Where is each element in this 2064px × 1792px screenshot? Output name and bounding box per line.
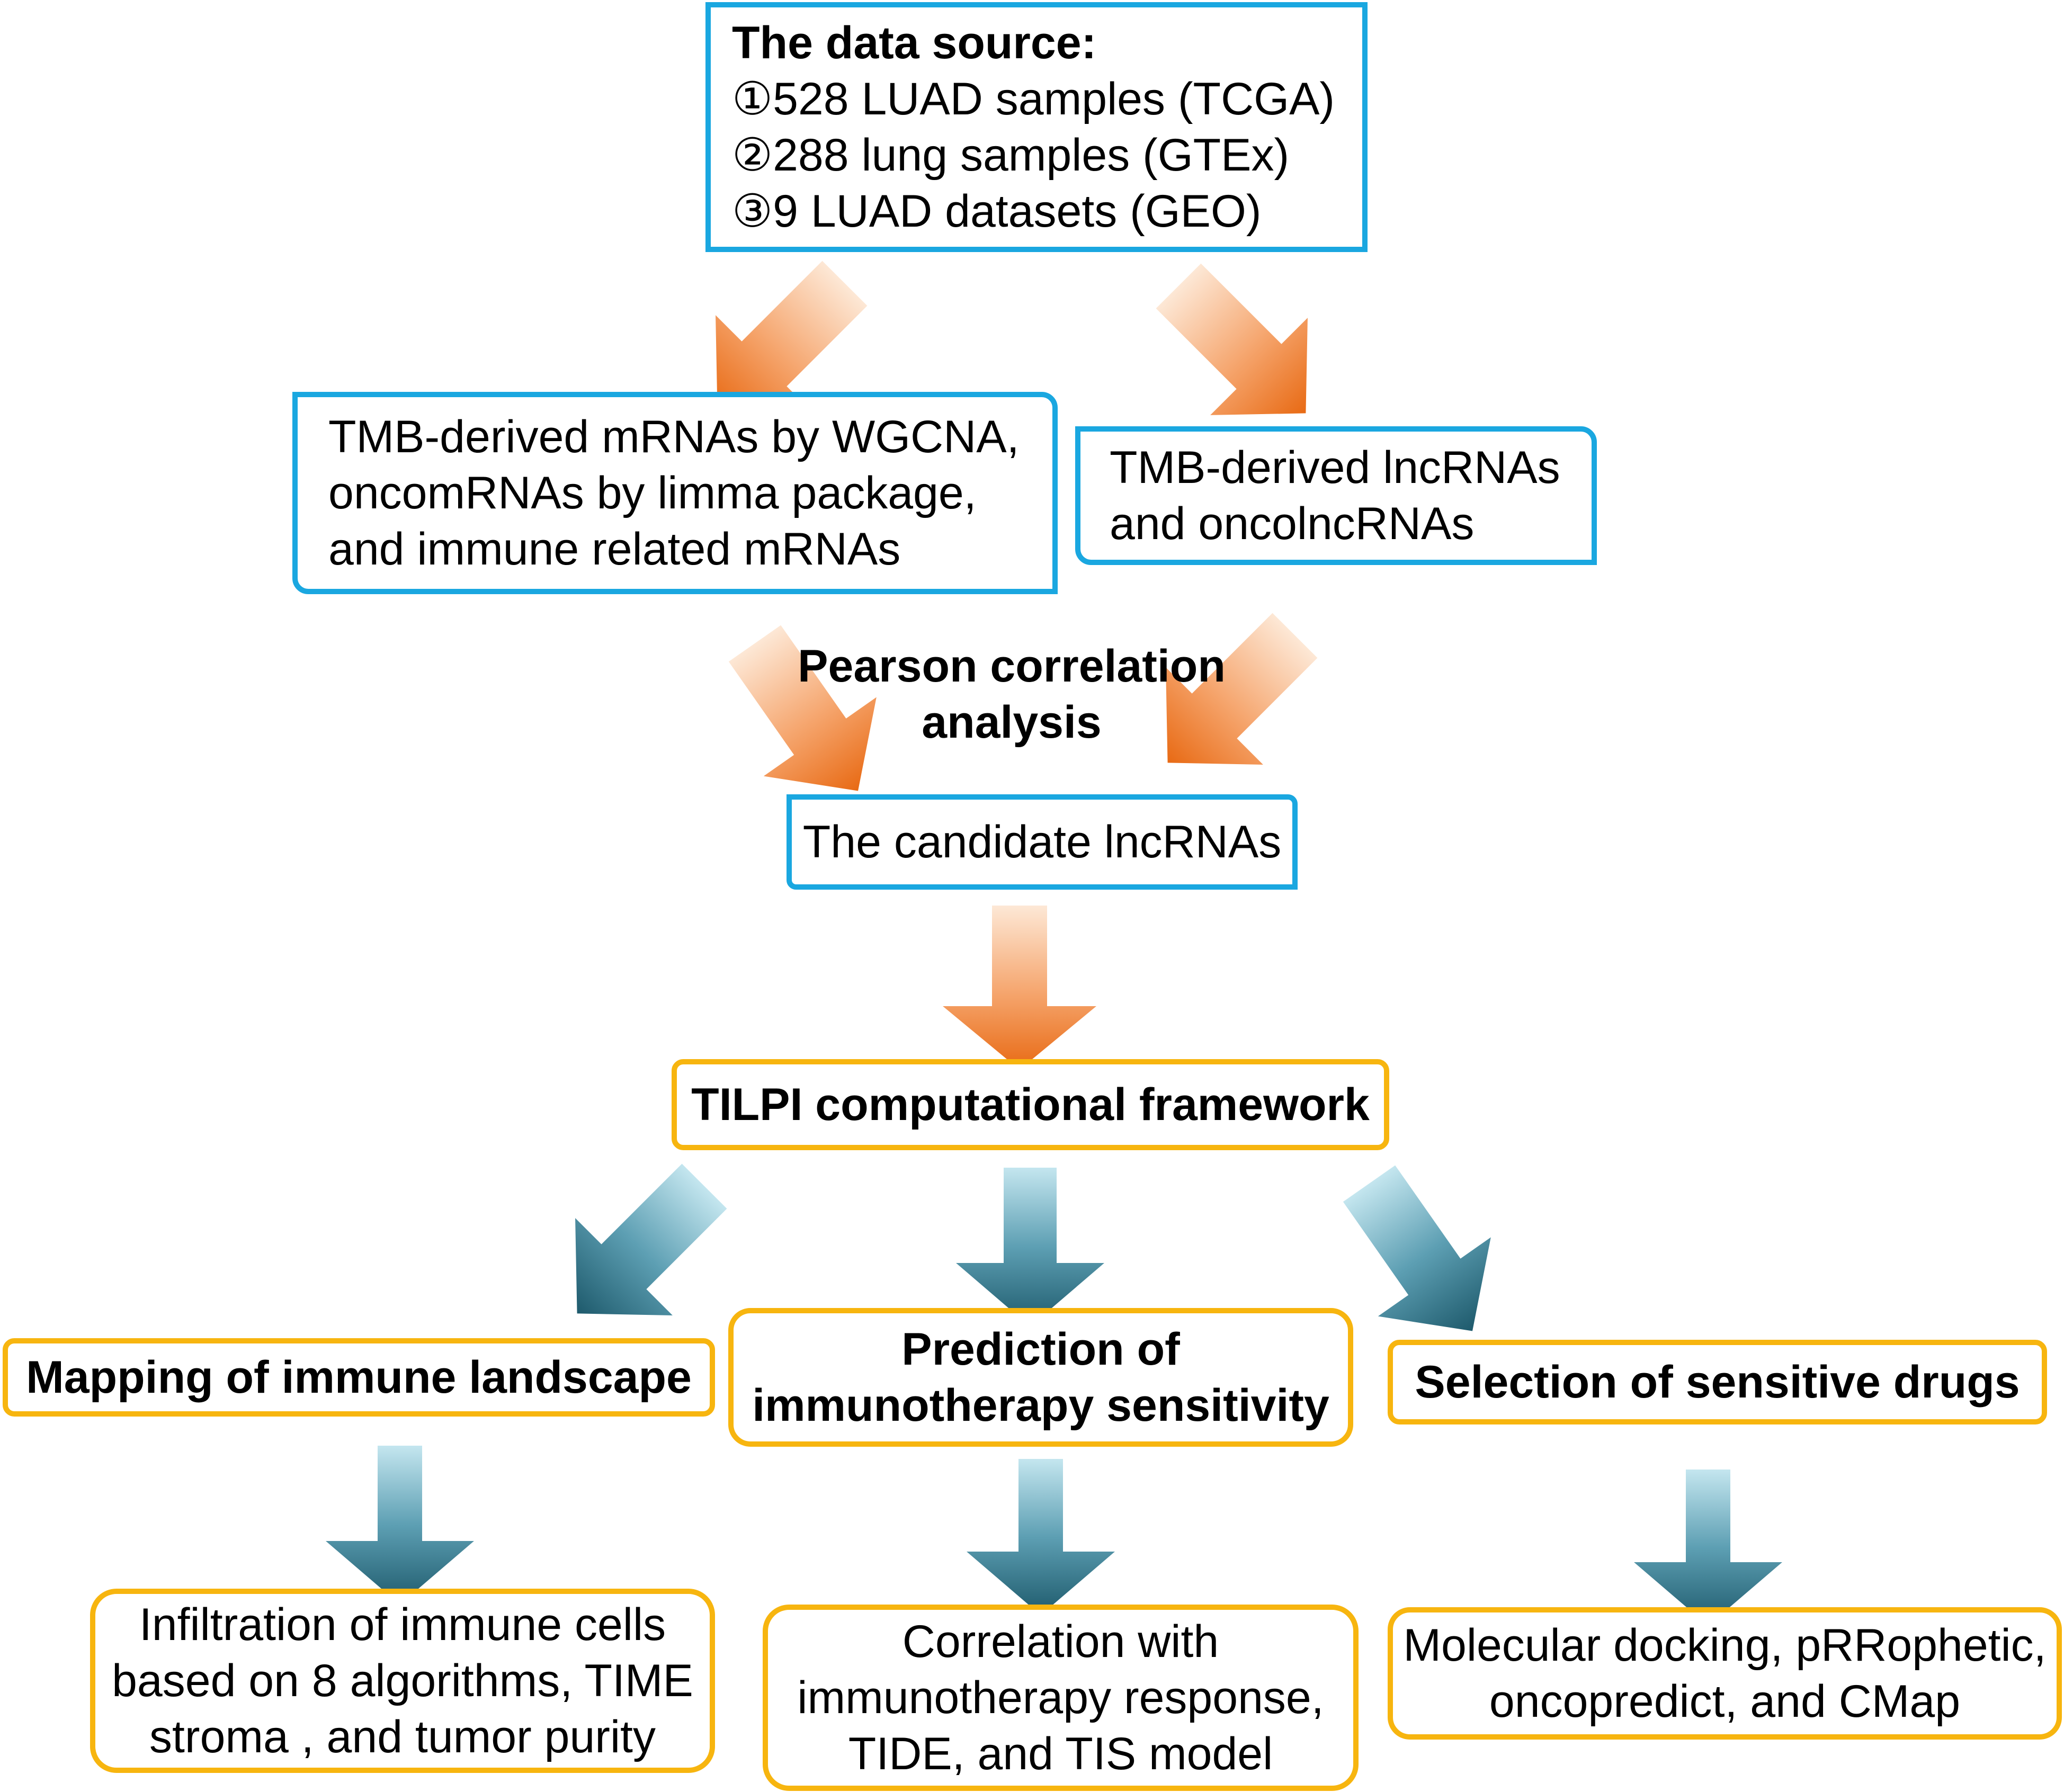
tilpi-framework-box: TILPI computational framework bbox=[672, 1059, 1389, 1150]
prediction-immunotherapy-box: Prediction of immunotherapy sensitivity bbox=[728, 1308, 1353, 1447]
selection-sensitive-drugs-box: Selection of sensitive drugs bbox=[1388, 1340, 2047, 1424]
lncrna-box-line: and oncolncRNAs bbox=[1110, 498, 1475, 549]
mapping-immune-landscape-box: Mapping of immune landscape bbox=[3, 1338, 715, 1417]
prediction-detail-line: Correlation with bbox=[902, 1616, 1219, 1667]
mapping-detail-line: stroma , and tumor purity bbox=[149, 1712, 656, 1762]
mapping-detail-line: based on 8 algorithms, TIME bbox=[112, 1655, 693, 1706]
prediction-detail-box: Correlation with immunotherapy response,… bbox=[763, 1605, 1359, 1791]
data-source-item: ③9 LUAD datasets (GEO) bbox=[732, 186, 1262, 237]
selection-detail-line: Molecular docking, pRRophetic, bbox=[1403, 1620, 2047, 1671]
pearson-correlation-label: Pearson correlation analysis bbox=[741, 638, 1282, 750]
mapping-detail-box: Infiltration of immune cells based on 8 … bbox=[90, 1589, 715, 1773]
pearson-label-line: Pearson correlation bbox=[798, 641, 1226, 692]
arrow-selection-to-detail bbox=[1634, 1470, 1782, 1626]
framework-box-text: TILPI computational framework bbox=[691, 1079, 1370, 1130]
mrna-box: TMB-derived mRNAs by WGCNA, oncomRNAs by… bbox=[292, 392, 1058, 594]
arrow-mapping-to-detail bbox=[326, 1446, 474, 1605]
arrow-candidate-to-framework bbox=[943, 906, 1096, 1070]
candidate-lncrnas-box: The candidate lncRNAs bbox=[787, 794, 1298, 890]
lncrna-box-line: TMB-derived lncRNAs bbox=[1110, 442, 1560, 493]
prediction-detail-line: TIDE, and TIS model bbox=[848, 1728, 1273, 1779]
mrna-box-line: oncomRNAs by limma package, bbox=[328, 468, 977, 518]
lncrna-box: TMB-derived lncRNAs and oncolncRNAs bbox=[1075, 426, 1597, 565]
selection-detail-line: oncopredict, and CMap bbox=[1489, 1676, 1961, 1727]
arrow-framework-to-prediction bbox=[956, 1168, 1104, 1327]
prediction-title: Prediction of bbox=[901, 1324, 1180, 1375]
prediction-title: immunotherapy sensitivity bbox=[752, 1380, 1329, 1431]
mrna-box-line: TMB-derived mRNAs by WGCNA, bbox=[328, 411, 1020, 462]
data-source-item: ②288 lung samples (GTEx) bbox=[732, 130, 1290, 181]
mapping-detail-line: Infiltration of immune cells bbox=[139, 1599, 666, 1650]
arrow-framework-to-mapping bbox=[528, 1137, 753, 1363]
pearson-label-line: analysis bbox=[922, 697, 1102, 748]
candidate-box-text: The candidate lncRNAs bbox=[802, 817, 1282, 867]
mapping-title: Mapping of immune landscape bbox=[26, 1352, 692, 1403]
prediction-detail-line: immunotherapy response, bbox=[797, 1672, 1324, 1723]
data-source-title: The data source: bbox=[732, 17, 1097, 68]
selection-title: Selection of sensitive drugs bbox=[1415, 1357, 2020, 1408]
selection-detail-box: Molecular docking, pRRophetic, oncopredi… bbox=[1388, 1607, 2062, 1740]
data-source-item: ①528 LUAD samples (TCGA) bbox=[732, 74, 1335, 124]
arrow-prediction-to-detail bbox=[967, 1459, 1115, 1615]
mrna-box-line: and immune related mRNAs bbox=[328, 524, 901, 575]
data-source-box: The data source: ①528 LUAD samples (TCGA… bbox=[705, 2, 1368, 252]
